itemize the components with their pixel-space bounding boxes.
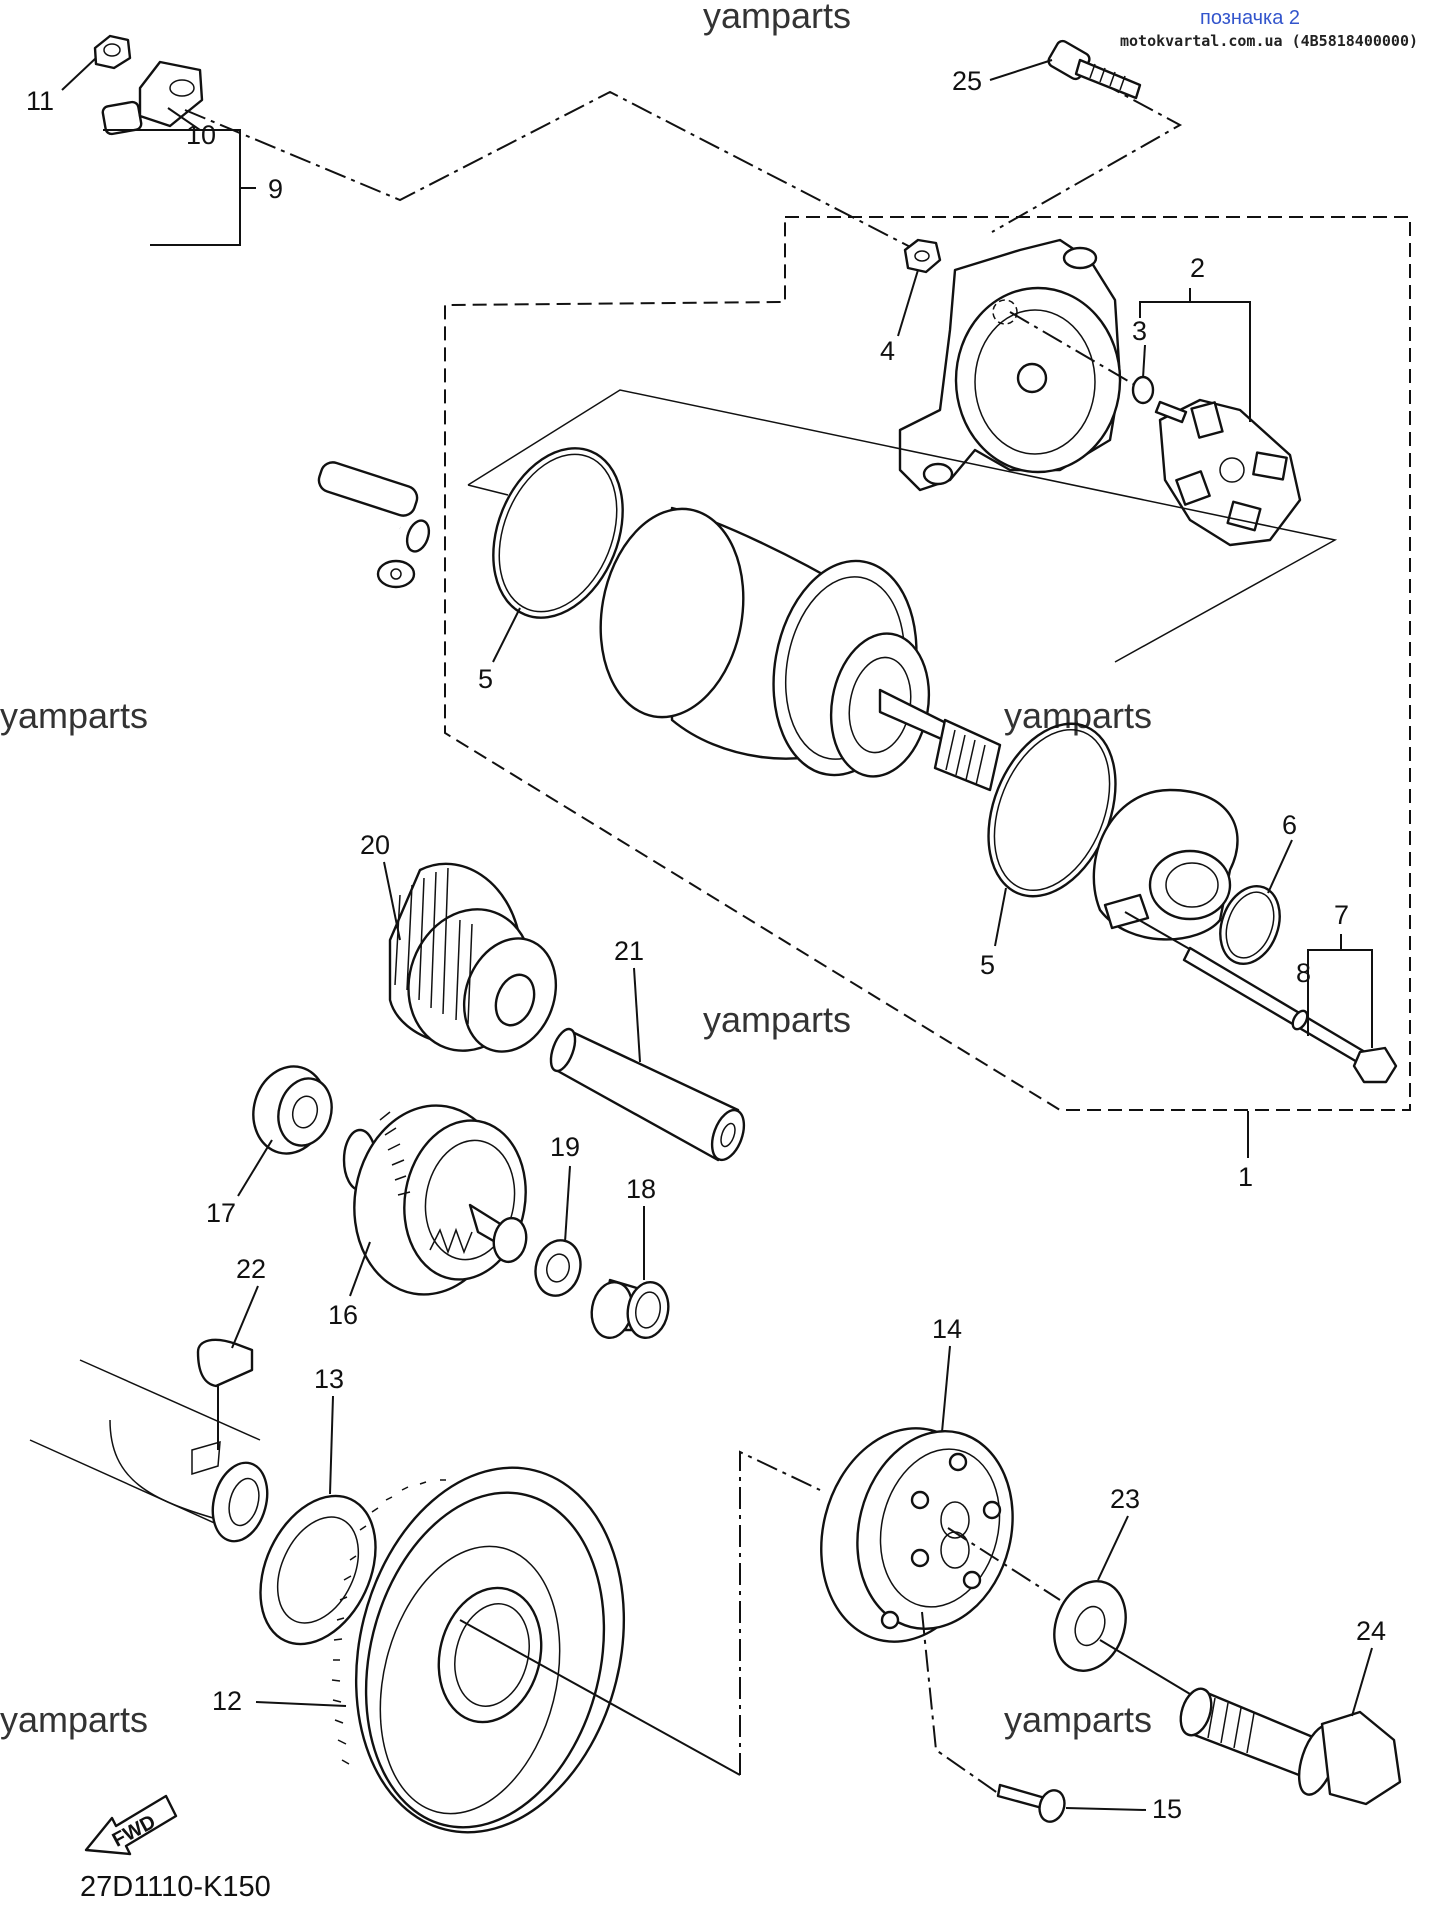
header-label: позначка 2 <box>1200 7 1300 29</box>
callout-18: 18 <box>626 1174 656 1204</box>
clutch-assy-14 <box>820 1427 1014 1643</box>
header-site: motokvartal.com.ua (4B5818400000) <box>1120 32 1418 50</box>
starter-wheel-gear-12 <box>331 1466 626 1834</box>
callout-16: 16 <box>328 1300 358 1330</box>
starter-clutch-16 <box>342 1104 528 1296</box>
callout-15: 15 <box>1152 1794 1182 1824</box>
diagram-code: 27D1110-K150 <box>80 1871 271 1903</box>
callout-22: 22 <box>236 1254 266 1284</box>
oring-6 <box>1219 885 1281 965</box>
callout-4: 4 <box>880 336 895 366</box>
nut-11 <box>93 34 132 70</box>
oring-5-upper <box>492 447 624 619</box>
bolt-24 <box>1179 1687 1402 1806</box>
callout-25: 25 <box>952 66 982 96</box>
oring-3 <box>1131 375 1155 405</box>
callout-5a: 5 <box>478 664 493 694</box>
callout-12: 12 <box>212 1686 242 1716</box>
bearing-17 <box>252 1065 333 1155</box>
needle-bearing-18 <box>590 1278 670 1339</box>
callout-10: 10 <box>186 120 216 150</box>
callout-14: 14 <box>932 1314 962 1344</box>
washer-13 <box>259 1494 377 1646</box>
watermark-left-upper: yamparts <box>0 695 148 736</box>
screw-15 <box>996 1783 1066 1823</box>
watermark-center: yamparts <box>703 999 851 1040</box>
front-cover <box>1092 788 1239 941</box>
yoke <box>599 506 1002 792</box>
rear-cover <box>898 238 1122 492</box>
idle-gear-20 <box>388 862 558 1053</box>
key-22 <box>196 1338 254 1388</box>
callout-2: 2 <box>1190 253 1205 283</box>
callout-13: 13 <box>314 1364 344 1394</box>
watermark-right-upper: yamparts <box>1004 695 1152 736</box>
washer-23 <box>1053 1580 1127 1672</box>
fwd-arrow-icon: FWD <box>84 1794 178 1856</box>
shaft-21 <box>549 1027 746 1162</box>
callout-20: 20 <box>360 830 390 860</box>
crankshaft <box>29 1359 269 1543</box>
nut-4 <box>903 238 942 274</box>
callout-9: 9 <box>268 174 283 204</box>
brush-holder-2 <box>1154 398 1302 547</box>
callout-17: 17 <box>206 1198 236 1228</box>
through-bolt-7 <box>1124 911 1398 1084</box>
callout-1: 1 <box>1238 1162 1253 1192</box>
callout-24: 24 <box>1356 1616 1386 1646</box>
watermark-left-lower: yamparts <box>0 1699 148 1740</box>
callout-3: 3 <box>1132 316 1147 346</box>
starter-cable <box>27 60 431 589</box>
callout-21: 21 <box>614 936 644 966</box>
screw-25 <box>1047 39 1142 100</box>
callout-11: 11 <box>26 86 54 116</box>
callout-6: 6 <box>1282 810 1297 840</box>
washer-19 <box>534 1239 582 1297</box>
callout-19: 19 <box>550 1132 580 1162</box>
callout-7: 7 <box>1334 900 1349 930</box>
callout-23: 23 <box>1110 1484 1140 1514</box>
watermark-top: yamparts <box>703 0 851 36</box>
callout-8: 8 <box>1296 958 1311 988</box>
callout-5b: 5 <box>980 950 995 980</box>
watermark-right-lower: yamparts <box>1004 1699 1152 1740</box>
